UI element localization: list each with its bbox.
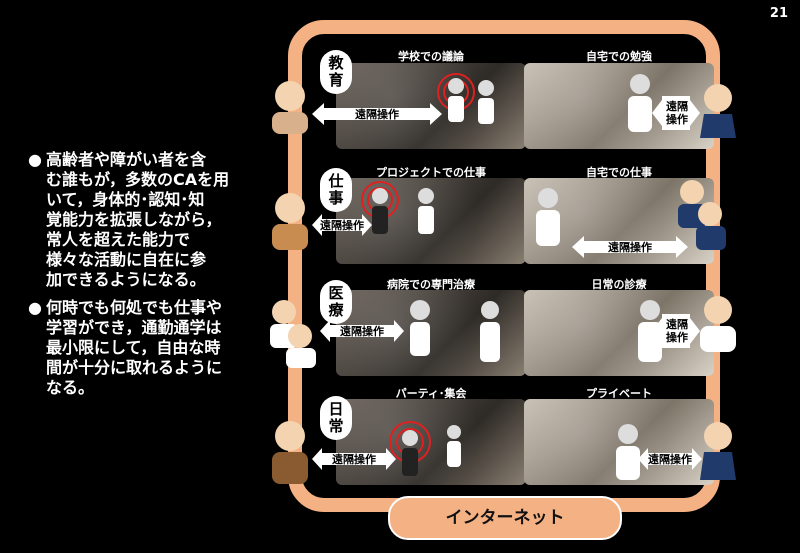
elderly-person-icon (272, 421, 308, 484)
remote-operation-arrow: 遠隔操作 (312, 448, 396, 470)
scene-title: 日常の診療 (591, 278, 647, 291)
remote-operation-arrow: 遠隔操作 (638, 448, 702, 470)
remote-label: 遠隔操作 (332, 453, 376, 466)
remote-label: 遠隔操作 (320, 219, 364, 232)
remote-label: 遠隔操作 (608, 241, 652, 254)
bullet-list: ● 高齢者や障がい者を含 む誰もが，多数のCAを用 いて，身体的･認知･知 覚能… (28, 150, 266, 406)
double-arrow-icon (652, 314, 700, 348)
remote-operation-arrow: 遠隔操作 (312, 103, 442, 125)
remote-label: 遠隔操作 (355, 108, 399, 121)
robot-avatar-icon (628, 74, 652, 132)
scene-title: 自宅での勉強 (586, 50, 652, 63)
robot-avatar-icon (361, 181, 434, 234)
bullet-text: 高齢者や障がい者を含 む誰もが，多数のCAを用 いて，身体的･認知･知 覚能力を… (46, 150, 230, 289)
scene-title: 病院での専門治療 (387, 278, 475, 291)
double-arrow-icon (572, 236, 688, 258)
double-arrow-icon (312, 103, 442, 125)
scene-title: パーティ･集会 (395, 387, 467, 400)
scene-title: プロジェクトでの仕事 (376, 166, 486, 179)
internet-label: インターネット (388, 496, 622, 540)
remote-label: 遠隔操作 (648, 453, 692, 466)
double-arrow-icon (652, 96, 700, 130)
remote-operation-arrow: 遠隔 操作 (652, 94, 700, 132)
robot-avatar-icon (410, 300, 500, 362)
robot-avatar-icon (616, 424, 640, 480)
robot-avatar-icon (437, 73, 494, 124)
category-daily: 日 常 (320, 396, 352, 440)
remote-operation-arrow: 遠隔 操作 (652, 312, 700, 350)
businessman-icon (700, 84, 736, 138)
elderly-person-icon (272, 193, 308, 250)
robot-avatar-icon (389, 421, 461, 476)
double-arrow-icon (312, 214, 372, 236)
robot-avatar-icon (536, 188, 560, 246)
businessman-icon (700, 422, 736, 480)
category-work: 仕 事 (320, 168, 352, 212)
category-education: 教 育 (320, 50, 352, 94)
remote-label: 遠隔 操作 (666, 100, 688, 126)
bullet-icon: ● (28, 150, 42, 169)
scene-title: 自宅での仕事 (586, 166, 652, 179)
double-arrow-icon (312, 448, 396, 470)
scene-title: 学校での議論 (398, 50, 464, 63)
double-arrow-icon (638, 448, 702, 470)
remote-label: 遠隔 操作 (666, 318, 688, 344)
scene-image-private (524, 399, 714, 485)
businessman-icon (678, 180, 726, 250)
remote-operation-arrow: 遠隔操作 (320, 320, 404, 342)
double-arrow-icon (320, 320, 404, 342)
doctor-icon (270, 300, 316, 368)
bullet-icon: ● (28, 298, 42, 317)
remote-operation-arrow: 遠隔操作 (572, 236, 688, 258)
bullet-item: ● 何時でも何処でも仕事や 学習ができ，通勤通学は 最小限にして，自由な時 間が… (28, 298, 266, 398)
bullet-text: 何時でも何処でも仕事や 学習ができ，通勤通学は 最小限にして，自由な時 間が十分… (46, 298, 223, 397)
scene-image-daily-care (524, 290, 714, 376)
page-number: 21 (769, 6, 788, 21)
doctor-icon (700, 296, 736, 352)
remote-operation-arrow: 遠隔操作 (312, 214, 372, 236)
bullet-item: ● 高齢者や障がい者を含 む誰もが，多数のCAを用 いて，身体的･認知･知 覚能… (28, 150, 266, 290)
remote-label: 遠隔操作 (340, 325, 384, 338)
scene-title: プライベート (586, 387, 652, 400)
category-medical: 医 療 (320, 280, 352, 324)
elderly-person-icon (272, 81, 308, 134)
